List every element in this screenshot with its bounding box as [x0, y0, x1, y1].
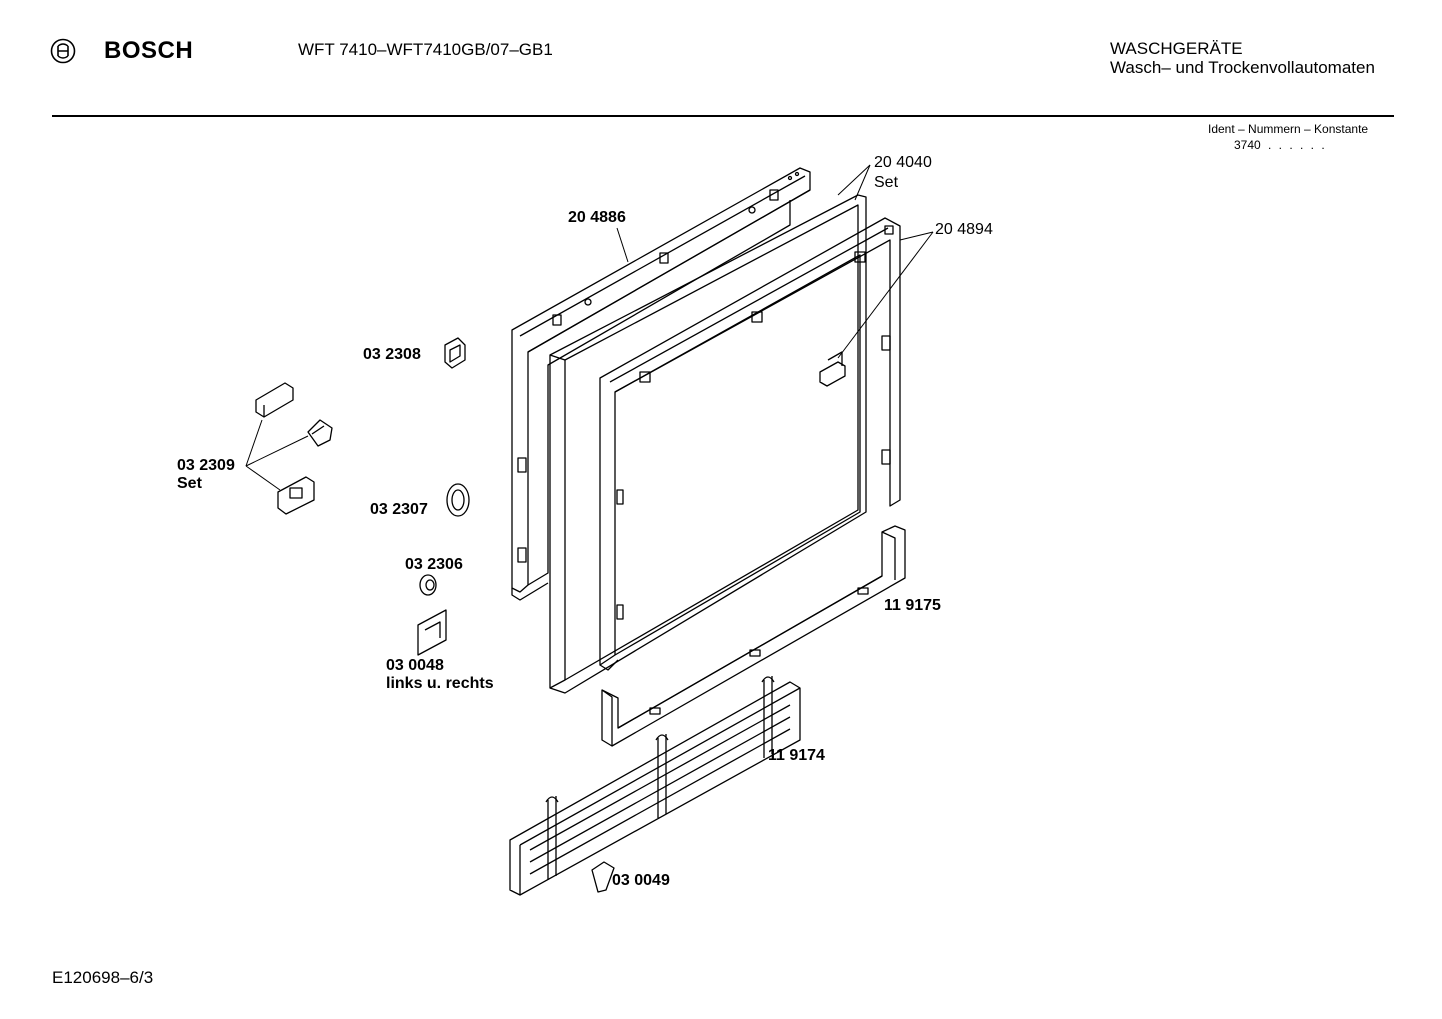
- label-20-4040-set: Set: [874, 174, 899, 191]
- label-03-0049: 03 0049: [612, 872, 670, 889]
- label-20-4886: 20 4886: [568, 209, 626, 226]
- ident-label: Ident – Nummern – Konstante: [1208, 122, 1369, 136]
- category-subtitle: Wasch– und Trockenvollautomaten: [1110, 58, 1375, 77]
- label-11-9175: 11 9175: [884, 597, 941, 614]
- bosch-logo-icon: [50, 38, 76, 64]
- label-20-4894: 20 4894: [935, 221, 993, 238]
- ident-dots: . . . . . .: [1268, 138, 1327, 152]
- part-03-2306-shape: [419, 574, 437, 596]
- part-03-0048-shape: [417, 609, 447, 656]
- part-03-0049-shape: [591, 861, 615, 893]
- label-03-2308: 03 2308: [363, 346, 421, 363]
- label-20-4040: 20 4040: [874, 154, 932, 171]
- label-03-2309: 03 2309: [177, 457, 235, 474]
- ident-value: 3740: [1234, 138, 1261, 152]
- label-03-2309-set: Set: [177, 475, 203, 492]
- slide-rail-part: [509, 676, 801, 896]
- category-title: WASCHGERÄTE: [1110, 39, 1243, 58]
- leader-lines: [245, 164, 934, 491]
- door-glass-set-part: [549, 194, 867, 694]
- brand-name: BOSCH: [104, 37, 194, 64]
- bottom-channel-part: [601, 525, 906, 747]
- drawing-code: E120698–6/3: [52, 968, 154, 987]
- label-11-9174: 11 9174: [768, 747, 825, 764]
- part-03-2309-shape: [255, 382, 333, 515]
- door-inner-frame-part: [599, 217, 901, 671]
- label-03-0048: 03 0048: [386, 657, 444, 674]
- header-divider: [52, 115, 1394, 117]
- door-back-frame-part: [511, 167, 811, 601]
- label-03-2306: 03 2306: [405, 556, 463, 573]
- part-03-2308-shape: [444, 337, 466, 369]
- label-03-2307: 03 2307: [370, 501, 428, 518]
- label-03-0048-note: links u. rechts: [386, 675, 494, 692]
- part-03-2307-shape: [446, 483, 470, 517]
- model-number: WFT 7410–WFT7410GB/07–GB1: [298, 40, 553, 59]
